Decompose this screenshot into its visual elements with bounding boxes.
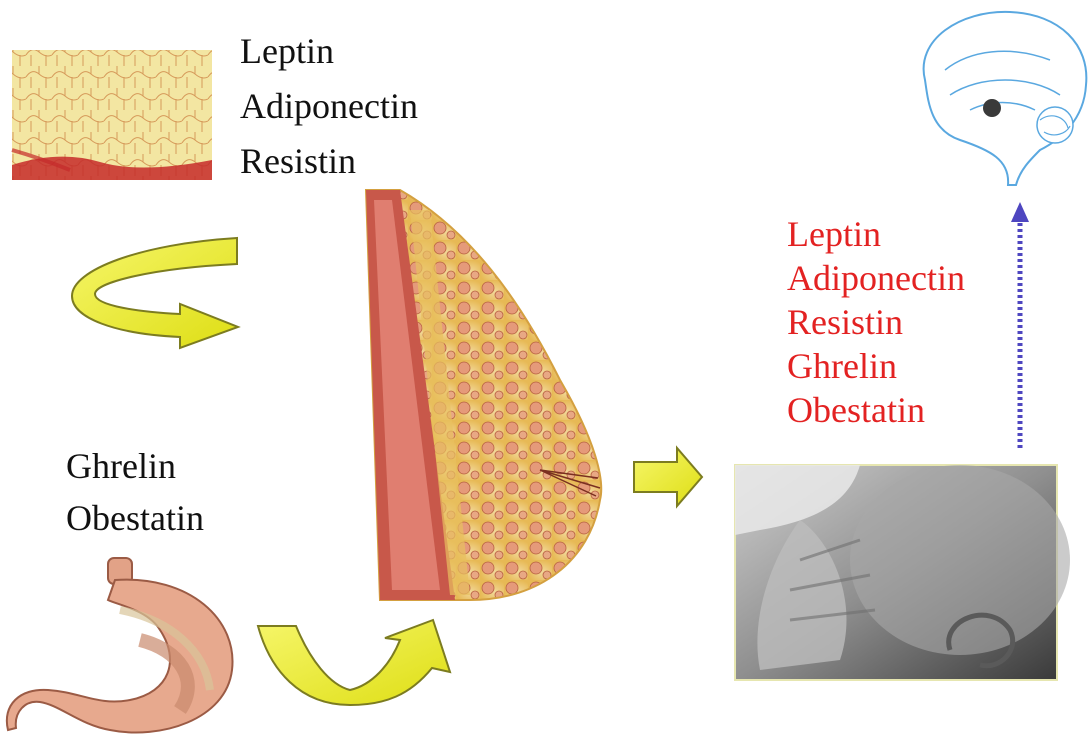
milk-hormone-list: Leptin Adiponectin Resistin Ghrelin Obes… xyxy=(787,212,965,432)
brain-icon xyxy=(924,12,1087,185)
milk-hormone-ghrelin: Ghrelin xyxy=(787,344,965,388)
adipose-hormone-list: Leptin Adiponectin Resistin xyxy=(240,24,418,189)
curved-arrow-stomach-to-breast xyxy=(258,620,450,705)
curved-arrow-adipose-to-breast xyxy=(72,238,238,348)
milk-hormone-adiponectin: Adiponectin xyxy=(787,256,965,300)
stomach-hormone-ghrelin: Ghrelin xyxy=(66,440,204,492)
milk-hormone-leptin: Leptin xyxy=(787,212,965,256)
stomach-image xyxy=(7,558,233,733)
stomach-hormone-obestatin: Obestatin xyxy=(66,492,204,544)
adipose-tissue-image xyxy=(12,50,212,180)
adipose-hormone-leptin: Leptin xyxy=(240,24,418,79)
milk-hormone-resistin: Resistin xyxy=(787,300,965,344)
milk-hormone-obestatin: Obestatin xyxy=(787,388,965,432)
arrow-breast-to-infant xyxy=(634,448,702,506)
stomach-hormone-list: Ghrelin Obestatin xyxy=(66,440,204,544)
dotted-arrow-to-brain xyxy=(1011,202,1029,448)
nursing-infant-photo xyxy=(735,465,1070,680)
adipose-hormone-adiponectin: Adiponectin xyxy=(240,79,418,134)
adipose-hormone-resistin: Resistin xyxy=(240,134,418,189)
breast-anatomy-image xyxy=(366,190,601,600)
